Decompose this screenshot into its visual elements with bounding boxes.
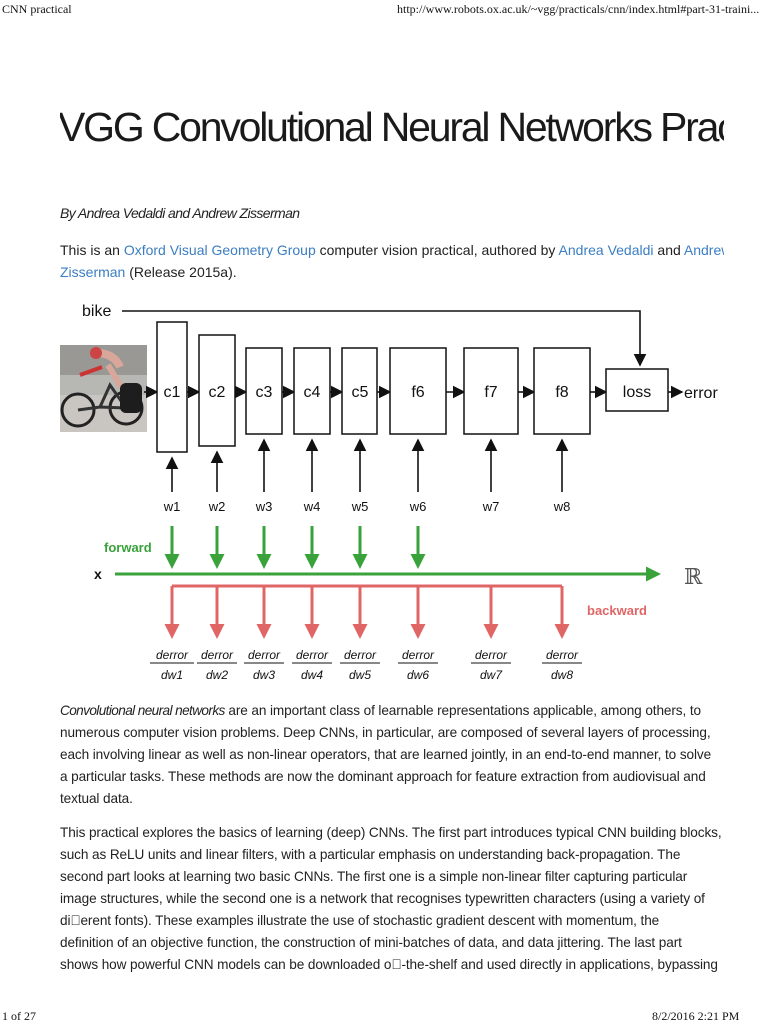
paragraph-cnn-intro: Convolutional neural networks are an imp… xyxy=(60,700,724,810)
paragraph-line: numerous computer vision problems. Deep … xyxy=(60,725,711,740)
layer-label: c5 xyxy=(352,384,369,401)
paragraph-line: This practical explores the basics of le… xyxy=(60,825,722,840)
weight-label: w5 xyxy=(351,499,369,514)
derivative-denominator: dw7 xyxy=(480,668,503,682)
weight-label: w7 xyxy=(482,499,500,514)
derivative-denominator: dw8 xyxy=(551,668,573,682)
derivative-numerator: derror xyxy=(201,648,234,662)
forward-label: forward xyxy=(104,540,152,555)
error-label: error xyxy=(684,385,718,402)
paragraph-line: second part looks at learning two basic … xyxy=(60,869,688,884)
intro-text: computer vision practical, authored by xyxy=(315,242,559,258)
label-bike: bike xyxy=(82,303,111,320)
page-header-url[interactable]: http://www.robots.ox.ac.uk/~vgg/practica… xyxy=(397,2,760,16)
paragraph-line: shows how powerful CNN models can be dow… xyxy=(60,957,718,972)
layer-label: c3 xyxy=(256,384,273,401)
layer-label: c2 xyxy=(209,384,226,401)
intro-text: This is an xyxy=(60,242,124,258)
layer-box-f8 xyxy=(533,347,591,435)
weight-label: w2 xyxy=(208,499,226,514)
byline: By Andrea Vedaldi and Andrew Zisserman xyxy=(60,205,300,221)
layer-box-c3 xyxy=(245,347,283,435)
print-header: CNN practical http://www.robots.ox.ac.uk… xyxy=(0,0,768,20)
bike-to-loss-arrow xyxy=(122,310,647,367)
weight-label: w4 xyxy=(303,499,321,514)
derivative-numerator: derror xyxy=(475,648,508,662)
loss-box xyxy=(605,368,669,412)
layer-box-c5 xyxy=(341,347,378,435)
layer-label: f7 xyxy=(484,384,497,401)
link-oxford-vgg[interactable]: Oxford Visual Geometry Group xyxy=(123,242,316,258)
paragraph-line: definition of an objective function, the… xyxy=(60,935,682,950)
weight-label: w1 xyxy=(163,499,181,514)
paragraph-line: di erent fonts). These examples illustra… xyxy=(60,913,660,928)
weight-label: w6 xyxy=(409,499,427,514)
layer-box-c1 xyxy=(156,321,188,453)
paragraph-line: such as ReLU units and linear filters, w… xyxy=(60,847,681,862)
paragraph-practical-overview: This practical explores the basics of le… xyxy=(60,822,724,976)
weight-label: w3 xyxy=(255,499,273,514)
backward-label: backward xyxy=(587,603,647,618)
derivative-denominator: dw5 xyxy=(349,668,371,682)
derivative-denominator: dw4 xyxy=(301,668,323,682)
page-count: 1 of 27 xyxy=(2,1009,36,1023)
emphasis-term: Convolutional neural networks xyxy=(60,703,225,718)
layer-label: c4 xyxy=(304,384,321,401)
derivative-numerator: derror xyxy=(344,648,377,662)
layer-box-c2 xyxy=(198,334,236,447)
print-footer: 1 of 27 8/2/2016 2:21 PM xyxy=(0,1008,768,1024)
paragraph-line: a particular tasks. These methods are no… xyxy=(60,769,706,784)
derivative-denominator: dw1 xyxy=(161,668,183,682)
loss-label: loss xyxy=(623,384,651,401)
derivative-numerator: derror xyxy=(402,648,435,662)
reals-label: ℝ xyxy=(684,565,703,590)
derivative-numerator: derror xyxy=(296,648,329,662)
intro-text: and xyxy=(653,242,684,258)
weight-label: w8 xyxy=(553,499,571,514)
derivative-numerator: derror xyxy=(156,648,189,662)
derivative-denominator: dw2 xyxy=(206,668,228,682)
cnn-diagram: bike c1 c2 c3 c4 c5 f6 f7 xyxy=(82,303,718,682)
derivative-denominator: dw3 xyxy=(253,668,275,682)
link-andrea-vedaldi[interactable]: Andrea Vedaldi xyxy=(558,242,654,258)
derivative-numerator: derror xyxy=(546,648,579,662)
derivative-denominator: dw6 xyxy=(407,668,429,682)
page-title: VGG Convolutional Neural Networks Practi… xyxy=(60,104,724,150)
layer-label: c1 xyxy=(164,384,181,401)
x-label: x xyxy=(94,566,102,582)
bike-photo xyxy=(60,345,147,432)
layer-box-f7 xyxy=(463,347,519,435)
document-page: VGG Convolutional Neural Networks Practi… xyxy=(60,0,724,1008)
layer-label: f6 xyxy=(411,384,424,401)
layer-box-c4 xyxy=(293,347,331,435)
paragraph-line: image structures, while the second one i… xyxy=(60,891,705,906)
layer-box-f6 xyxy=(389,347,447,435)
intro-paragraph: This is an Oxford Visual Geometry Group … xyxy=(60,239,724,283)
page-header-title: CNN practical xyxy=(2,2,72,16)
derivative-numerator: derror xyxy=(248,648,281,662)
paragraph-line: are an important class of learnable repr… xyxy=(224,703,701,718)
paragraph-line: textual data. xyxy=(60,791,133,806)
layer-label: f8 xyxy=(555,384,568,401)
link-andrew-zisserman[interactable]: Andrew Zisserman xyxy=(60,242,724,280)
paragraph-line: each involving linear as well as non-lin… xyxy=(60,747,712,762)
intro-text: (Release 2015a). xyxy=(125,264,237,280)
print-datetime: 8/2/2016 2:21 PM xyxy=(652,1009,740,1023)
